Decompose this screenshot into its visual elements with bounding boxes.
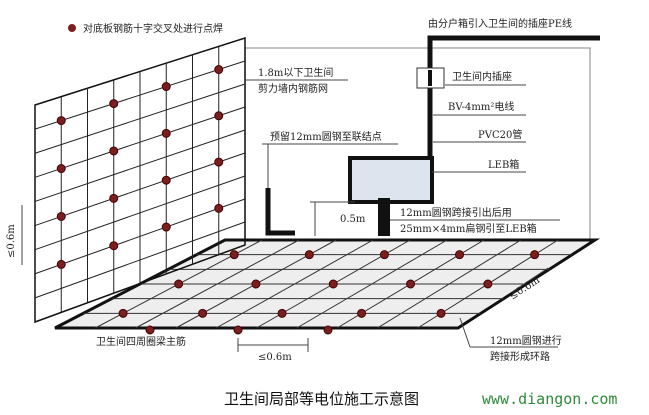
weld-point [161, 175, 171, 185]
watermark: www.diangon.com [482, 390, 617, 408]
ring-beam-label: 卫生间四周圈梁主筋 [96, 335, 186, 348]
weld-point [379, 250, 389, 260]
weld-dot-legend-icon [68, 24, 76, 32]
weld-point [161, 82, 171, 92]
weld-point [145, 325, 155, 335]
flat-steel [378, 198, 390, 236]
weld-point [323, 325, 333, 335]
wall-mesh-label-1: 1.8m以下卫生间 [258, 66, 333, 79]
loop-label-1: 12mm圆钢进行 [490, 334, 562, 347]
weld-point [161, 222, 171, 232]
loop-label-2: 跨接形成环路 [490, 350, 550, 363]
reserved-steel-label: 预留12mm圆钢至联结点 [270, 130, 382, 143]
pe-line-label: 由分户箱引入卫生间的插座PE线 [428, 17, 572, 30]
weld-point [109, 193, 119, 203]
wall-grid-line [34, 175, 246, 251]
wall-grid-line [34, 152, 246, 227]
weld-point [56, 164, 66, 174]
weld-point [174, 279, 184, 289]
weld-point [56, 259, 66, 269]
wall-grid-line [34, 198, 246, 275]
weld-point [406, 279, 416, 289]
bottom-spacing-label: ≤0.6m [258, 352, 292, 363]
wall-grid-line [34, 83, 246, 154]
wall-grid-line [34, 60, 246, 130]
weld-point [530, 250, 540, 260]
caption: 卫生间局部等电位施工示意图 [224, 390, 419, 408]
weld-point [304, 250, 314, 260]
pipe-label: PVC20管 [478, 128, 522, 141]
wall-grid-line [34, 106, 246, 178]
left-spacing-label: ≤0.6m [6, 224, 17, 258]
reserved-steel [265, 188, 295, 236]
weld-point [277, 308, 287, 318]
weld-point [56, 211, 66, 221]
weld-point [483, 279, 493, 289]
weld-point [118, 308, 128, 318]
weld-point [436, 308, 446, 318]
weld-point [229, 250, 239, 260]
pe-wire [427, 35, 600, 180]
wire-label: BV-4mm²电线 [448, 100, 514, 113]
wall-mesh-label-2: 剪力墙内钢筋网 [258, 82, 328, 95]
weld-point [233, 325, 243, 335]
weld-point [214, 111, 224, 121]
weld-point [214, 203, 224, 213]
weld-point [56, 116, 66, 126]
weld-point [161, 128, 171, 138]
wall-grid [34, 46, 246, 313]
weld-point [328, 279, 338, 289]
weld-point [455, 250, 465, 260]
leb-label: LEB箱 [488, 158, 519, 171]
height-label: 0.5m [340, 214, 366, 225]
leb-box [348, 156, 434, 204]
wall-grid-line [34, 221, 246, 299]
weld-point [109, 99, 119, 109]
flat-steel-label-2: 25mm×4mm扁钢引至LEB箱 [400, 222, 537, 235]
legend-text: 对底板钢筋十字交叉处进行点焊 [83, 22, 223, 35]
socket-label: 卫生间内插座 [452, 70, 512, 83]
weld-point [198, 308, 208, 318]
wall-grid-line [34, 129, 246, 202]
weld-point [109, 241, 119, 251]
weld-point [214, 65, 224, 75]
weld-point [214, 157, 224, 167]
weld-points [56, 65, 540, 335]
weld-point [109, 146, 119, 156]
weld-point [357, 308, 367, 318]
flat-steel-label-1: 12mm圆钢跨接引出后用 [400, 206, 512, 219]
weld-point [251, 279, 261, 289]
